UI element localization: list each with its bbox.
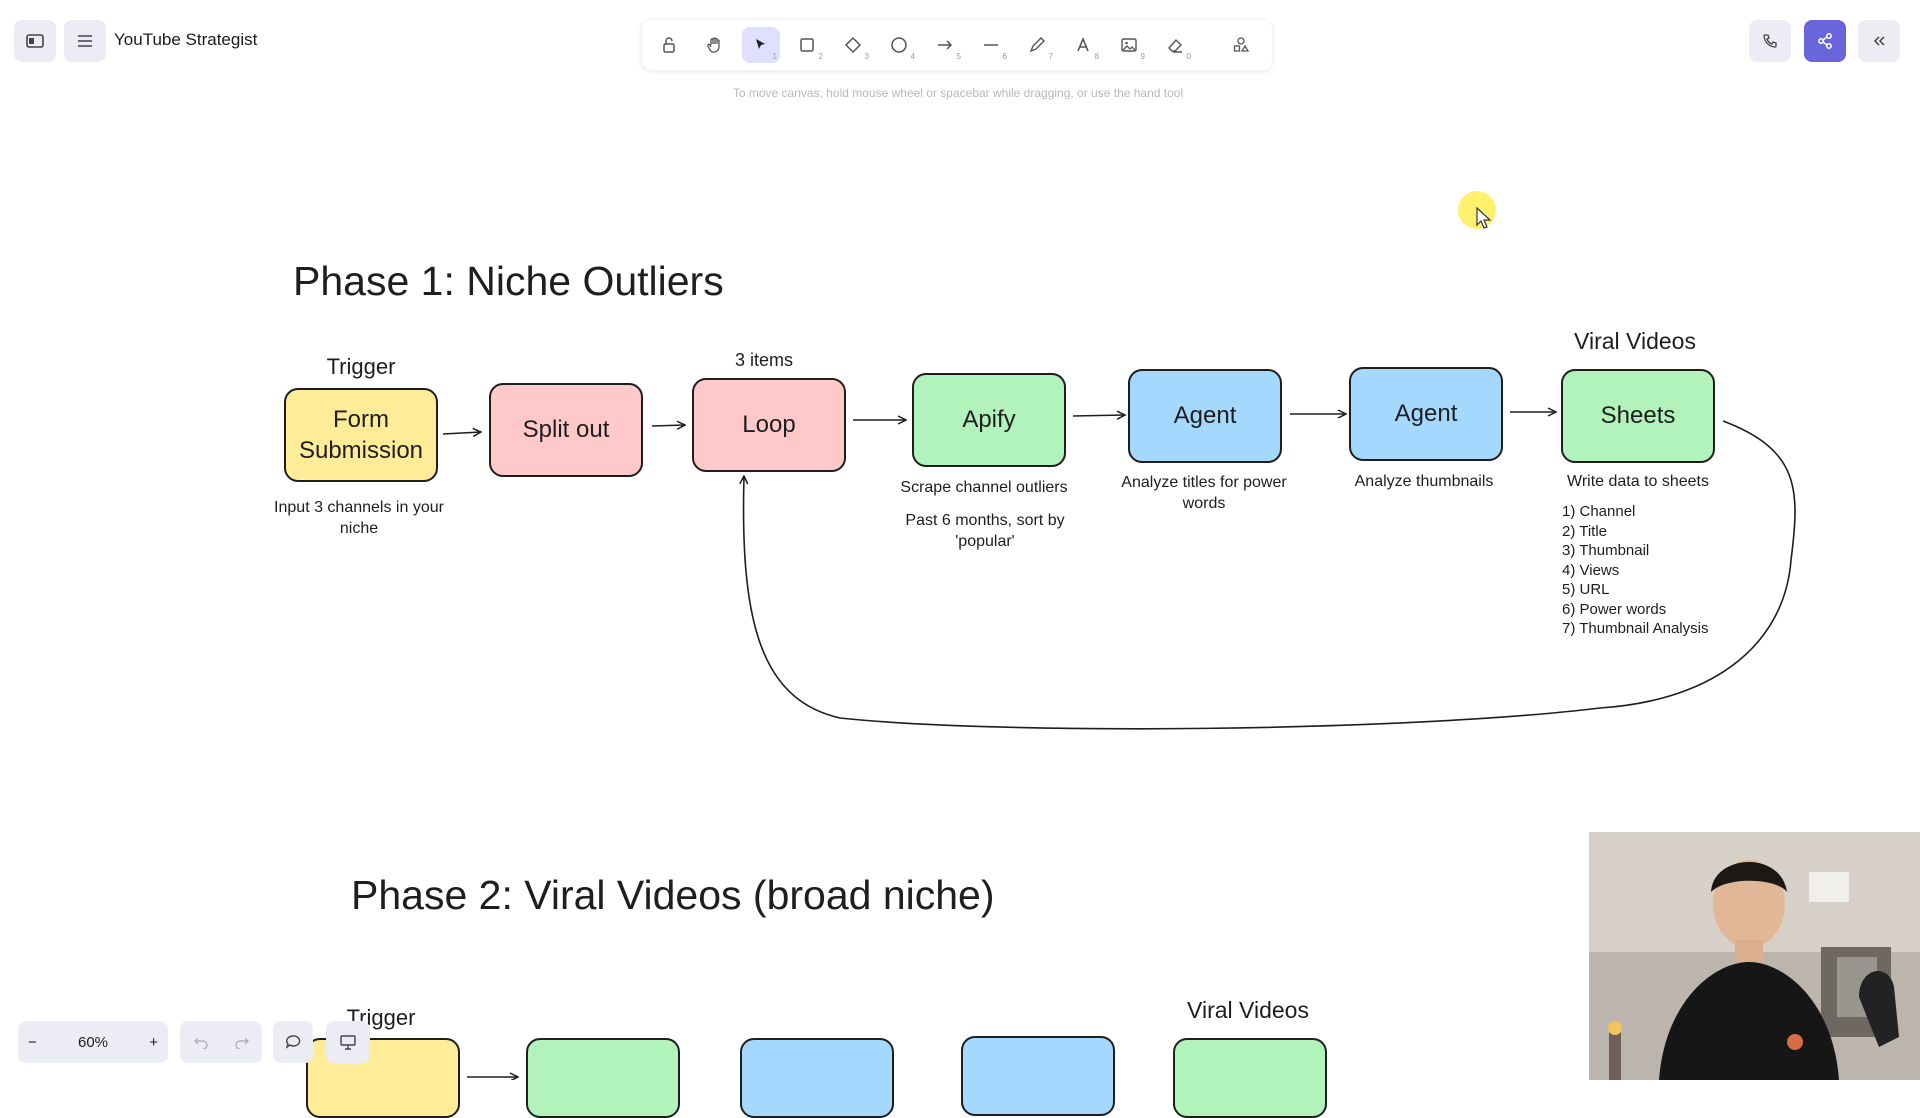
drawing-toolbar: 1 2 3 4 5 6 7 8 9 0 <box>642 20 1272 70</box>
presentation-icon <box>340 1035 356 1050</box>
apify-node[interactable]: Apify <box>912 373 1066 467</box>
trigger-label: Trigger <box>326 354 396 379</box>
share-icon <box>1818 33 1832 49</box>
hand-icon <box>707 37 720 53</box>
presenter-video <box>1589 832 1920 1080</box>
selection-tool[interactable]: 1 <box>742 27 780 63</box>
list-item: 5) URL <box>1562 581 1610 598</box>
zoom-in-button[interactable]: + <box>149 1033 158 1051</box>
list-item: 3) Thumbnail <box>1562 542 1650 559</box>
comment-button[interactable] <box>273 1021 313 1063</box>
phase2-agent-node-1[interactable] <box>740 1038 894 1118</box>
webcam-overlay <box>1589 832 1920 1080</box>
chevrons-left-icon <box>1873 36 1885 46</box>
ellipse-tool[interactable]: 4 <box>880 27 918 63</box>
line-tool[interactable]: 6 <box>972 27 1010 63</box>
apify-caption-1: Scrape channel outliers <box>900 479 1068 496</box>
apify-caption-2: Past 6 months, sort by 'popular' <box>905 512 1065 550</box>
phase2-viral-videos-label: Viral Videos <box>1187 997 1309 1023</box>
list-item: 7) Thumbnail Analysis <box>1562 620 1709 637</box>
line-icon <box>984 44 998 46</box>
lock-tool[interactable] <box>650 27 688 63</box>
call-button[interactable] <box>1749 20 1791 62</box>
eraser-tool[interactable]: 0 <box>1156 27 1194 63</box>
main-menu-button[interactable] <box>64 20 106 62</box>
phase1-arrows <box>442 412 1796 730</box>
ellipse-icon <box>891 37 907 53</box>
draw-tool[interactable]: 7 <box>1018 27 1056 63</box>
list-item: 2) Title <box>1562 522 1608 540</box>
collapse-panel-button[interactable] <box>1858 20 1900 62</box>
eraser-icon <box>1168 38 1182 53</box>
extra-tools-icon <box>1233 37 1250 52</box>
form-submission-node[interactable]: Form Submission <box>284 388 438 482</box>
image-tool[interactable]: 9 <box>1110 27 1148 63</box>
form-caption: Input 3 channels in your niche <box>274 499 444 537</box>
share-button[interactable] <box>1804 20 1846 62</box>
mouse-cursor-icon <box>1476 207 1492 229</box>
loop-items-label: 3 items <box>734 350 794 370</box>
agent-titles-caption: Analyze titles for power words <box>1121 474 1287 512</box>
chat-bubble-icon <box>285 1035 301 1049</box>
text-icon <box>1077 36 1089 52</box>
undo-icon[interactable] <box>193 1035 209 1049</box>
list-item: 4) Views <box>1562 561 1620 579</box>
history-controls <box>180 1021 262 1063</box>
extra-tools-button[interactable] <box>1222 27 1260 63</box>
toggle-sidebar-button[interactable] <box>14 20 56 62</box>
agent-thumbnails-node[interactable]: Agent <box>1349 367 1503 461</box>
list-item: 6) Power words <box>1562 600 1667 618</box>
diamond-icon <box>844 36 862 54</box>
loop-back-arrow <box>744 420 1796 730</box>
canvas-hint: To move canvas, hold mouse wheel or spac… <box>732 86 1184 100</box>
presentation-button[interactable] <box>326 1021 370 1063</box>
viral-videos-label: Viral Videos <box>1574 328 1696 354</box>
zoom-out-button[interactable]: − <box>28 1033 37 1051</box>
zoom-level[interactable]: 60% <box>77 1033 109 1051</box>
image-icon <box>1121 38 1137 52</box>
sheets-node[interactable]: Sheets <box>1561 369 1715 463</box>
selection-arrow-icon <box>756 39 765 49</box>
pencil-icon <box>1029 37 1045 53</box>
arrow-apify-agent1 <box>1072 415 1125 416</box>
diamond-tool[interactable]: 3 <box>834 27 872 63</box>
sheet-fields-list: 1) Channel 2) Title 3) Thumbnail 4) View… <box>1562 502 1708 639</box>
phone-icon <box>1763 34 1777 48</box>
phase2-sheets-node[interactable] <box>1173 1038 1327 1118</box>
sheets-caption: Write data to sheets <box>1567 473 1709 490</box>
hand-tool[interactable] <box>696 27 734 63</box>
phase1-connectors <box>442 0 1796 1080</box>
phase2-agent-node-2[interactable] <box>961 1036 1115 1116</box>
rectangle-icon <box>800 38 814 52</box>
loop-node[interactable]: Loop <box>692 378 846 472</box>
hamburger-icon <box>78 35 92 47</box>
sidebar-icon <box>26 34 44 48</box>
phase1-heading: Phase 1: Niche Outliers <box>293 258 724 304</box>
lock-icon <box>663 37 675 53</box>
phase2-heading: Phase 2: Viral Videos (broad niche) <box>351 872 995 918</box>
arrow-split-loop <box>651 425 685 426</box>
redo-icon[interactable] <box>234 1035 250 1049</box>
rectangle-tool[interactable]: 2 <box>788 27 826 63</box>
phase2-apify-node[interactable] <box>526 1038 680 1118</box>
arrow-form-split <box>442 432 481 434</box>
agent-thumbnails-caption: Analyze thumbnails <box>1354 473 1494 490</box>
split-out-node[interactable]: Split out <box>489 383 643 477</box>
arrow-tool[interactable]: 5 <box>926 27 964 63</box>
arrow-icon <box>938 40 953 50</box>
agent-titles-node[interactable]: Agent <box>1128 369 1282 463</box>
text-tool[interactable]: 8 <box>1064 27 1102 63</box>
document-title[interactable]: YouTube Strategist <box>114 30 258 49</box>
zoom-controls: − 60% + <box>18 1021 168 1063</box>
list-item: 1) Channel <box>1562 503 1636 520</box>
